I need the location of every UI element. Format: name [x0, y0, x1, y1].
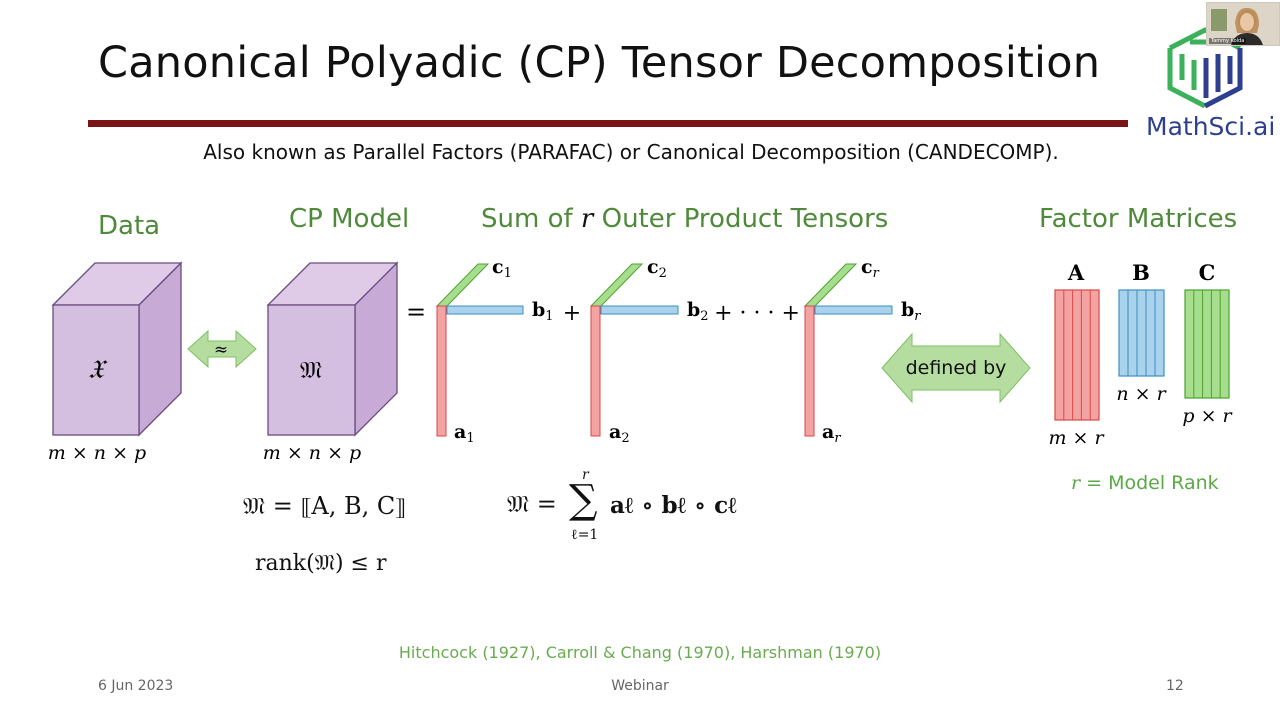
slide-title: Canonical Polyadic (CP) Tensor Decomposi…: [98, 38, 1101, 88]
footer-date: 6 Jun 2023: [98, 678, 174, 694]
label-c1: c1: [492, 256, 512, 281]
label-cr: cr: [861, 256, 880, 281]
approx-symbol: ≈: [214, 340, 228, 360]
citation: Hitchcock (1927), Carroll & Chang (1970)…: [398, 643, 882, 662]
label-ar: ar: [822, 421, 841, 446]
label-c2: c2: [647, 256, 667, 281]
rank-equation: rank(𝔐) ≤ r: [255, 551, 387, 576]
plus-dots: + · · · +: [714, 301, 800, 326]
kruskal-equation: 𝔐 = ⟦A, B, C⟧: [243, 492, 407, 520]
factor-c-dims: p × r: [1182, 405, 1233, 427]
slide-subtitle: Also known as Parallel Factors (PARAFAC)…: [203, 140, 1059, 164]
defined-by-arrow: [881, 332, 1031, 404]
model-rank-label: r = Model Rank: [1071, 472, 1219, 494]
model-rank-text: = Model Rank: [1080, 472, 1219, 494]
data-symbol: 𝔛: [88, 355, 108, 385]
footer-center: Webinar: [611, 678, 669, 694]
webcam-thumbnail[interactable]: Tammy Kolda: [1206, 2, 1280, 46]
title-rule: [88, 120, 1128, 127]
sum-bottom-limit: ℓ=1: [571, 527, 599, 543]
heading-factor-matrices: Factor Matrices: [1039, 204, 1238, 234]
factor-c-name: C: [1199, 260, 1216, 285]
label-a2: a2: [609, 421, 630, 446]
defined-by-label: defined by: [905, 357, 1007, 379]
label-b2: b2: [687, 299, 709, 324]
label-b1: b1: [532, 299, 554, 324]
model-symbol: 𝔐: [300, 356, 322, 384]
factor-matrix-body: [1054, 289, 1100, 421]
factor-matrix-body: [1184, 289, 1230, 399]
webcam-name-label: Tammy Kolda: [1209, 38, 1247, 44]
cp-diagram: 𝔛 ≈ 𝔐 = c1 c2 cr b1 b2 br + + · · · + a1: [48, 256, 1234, 464]
label-br: br: [901, 299, 921, 324]
factor-a-name: A: [1067, 260, 1085, 285]
equals-sign: =: [406, 298, 426, 326]
presenter-avatar-icon: [1207, 3, 1279, 45]
model-dims: m × n × p: [263, 442, 361, 464]
sum-terms: aℓ ∘ bℓ ∘ cℓ: [610, 492, 737, 519]
model-rank-var: r: [1071, 472, 1081, 494]
heading-sum-prefix: Sum of: [481, 204, 573, 234]
plus-sign: +: [563, 301, 581, 326]
factor-matrix-a: [1054, 289, 1100, 421]
outer-product-1: [435, 263, 524, 437]
factor-b-dims: n × r: [1116, 383, 1167, 405]
logo-text: MathSci.ai: [1146, 112, 1276, 141]
factor-b-name: B: [1132, 260, 1150, 285]
factor-matrix-body: [1118, 289, 1165, 377]
factor-matrix-c: [1184, 289, 1230, 399]
sum-equation-lhs: 𝔐 =: [507, 490, 557, 518]
data-tensor-cube: [51, 261, 183, 437]
factor-matrix-b: [1118, 289, 1165, 377]
approx-arrow: [187, 329, 257, 369]
data-dims: m × n × p: [48, 442, 146, 464]
label-a1: a1: [454, 421, 475, 446]
factor-a-dims: m × r: [1048, 427, 1105, 449]
outer-product-2: [589, 263, 679, 437]
heading-sum-var: r: [580, 204, 594, 234]
heading-sum-suffix: Outer Product Tensors: [601, 204, 889, 234]
heading-data: Data: [98, 211, 161, 241]
footer-page-number: 12: [1166, 678, 1184, 694]
heading-sum: Sum of r Outer Product Tensors: [481, 204, 888, 234]
heading-cp-model: CP Model: [289, 204, 410, 234]
sum-top-limit: r: [582, 467, 589, 483]
sum-sigma: ∑: [569, 477, 598, 523]
outer-product-r: [803, 263, 893, 437]
model-tensor-cube: [266, 261, 399, 437]
